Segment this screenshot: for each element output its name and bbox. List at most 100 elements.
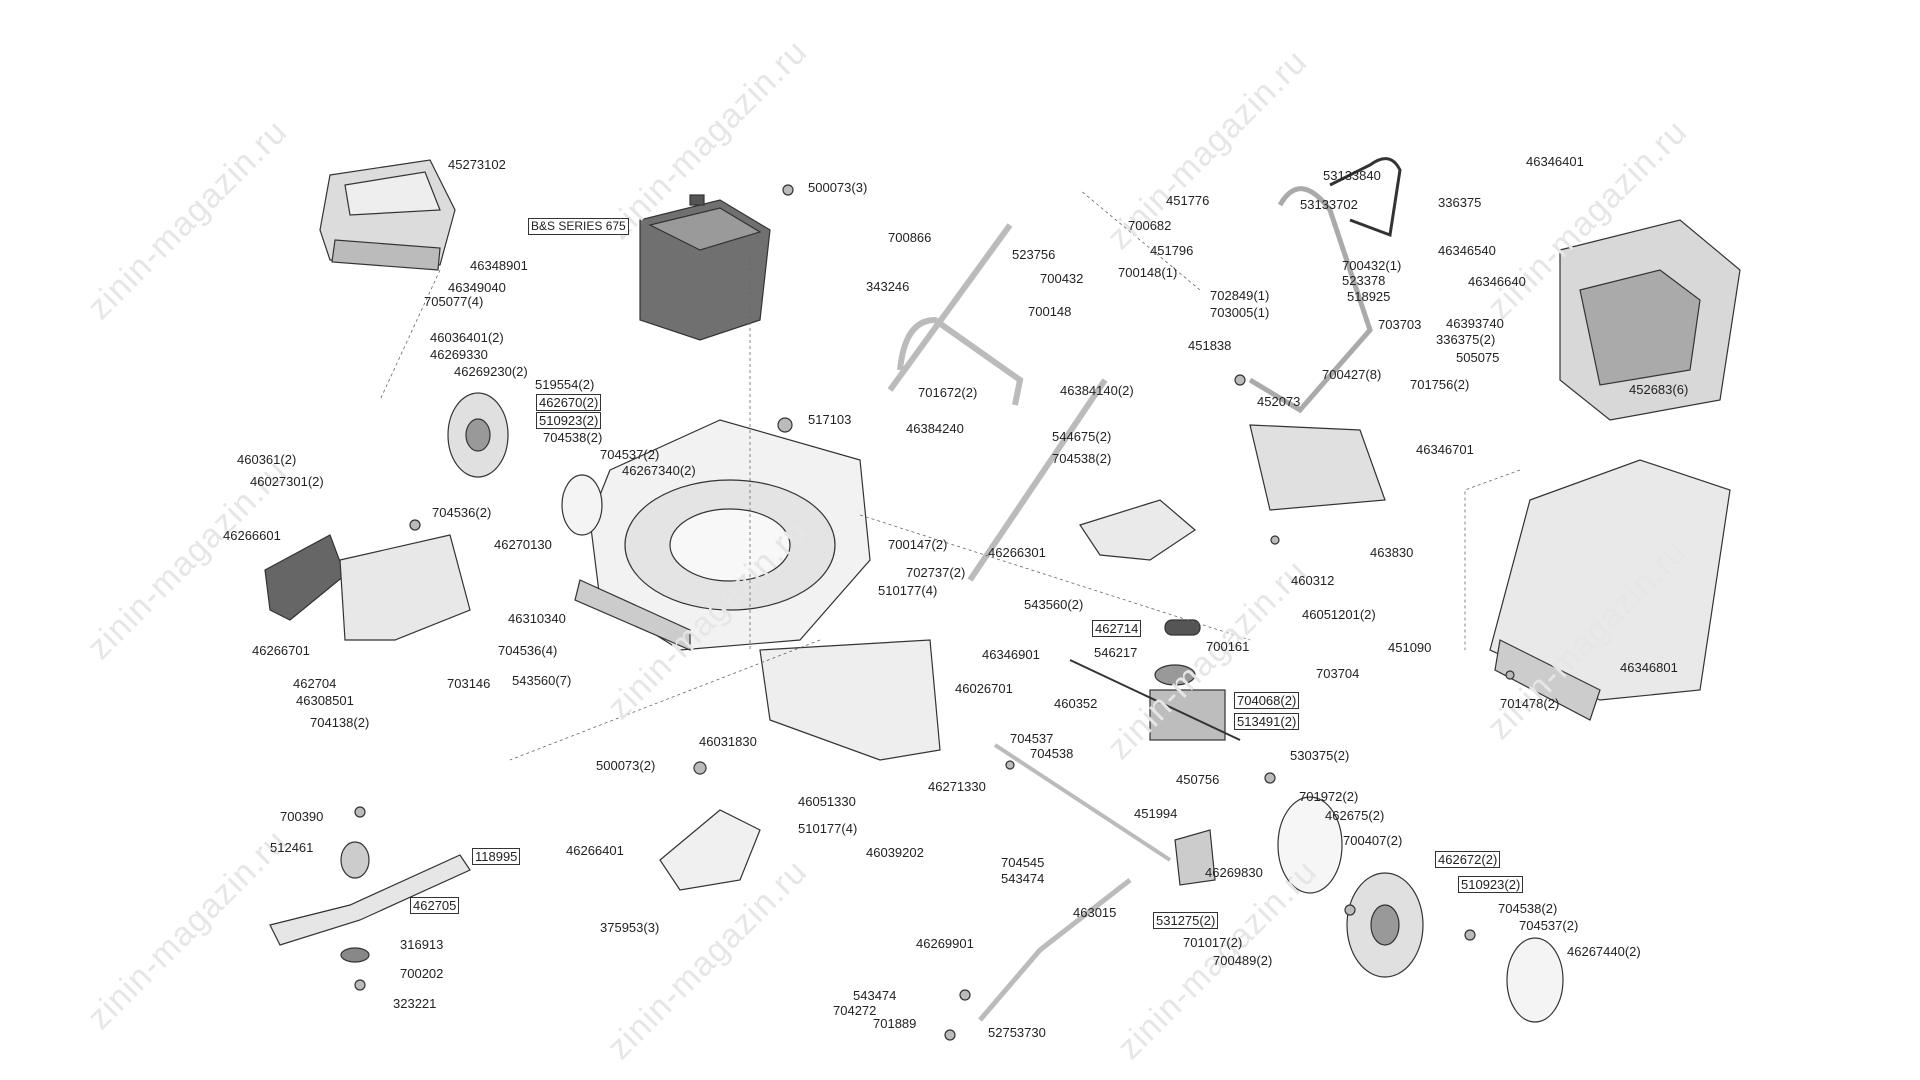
part-number-label: 700390 bbox=[280, 809, 324, 824]
part-number-label: 702737(2) bbox=[906, 565, 966, 580]
part-number-label: 46346401 bbox=[1526, 154, 1584, 169]
part-number-label: 46346701 bbox=[1416, 442, 1474, 457]
belt-part bbox=[1164, 619, 1201, 636]
part-number-label: 462675(2) bbox=[1325, 808, 1385, 823]
part-number-label: 316913 bbox=[400, 937, 444, 952]
part-number-label: 46271330 bbox=[928, 779, 986, 794]
part-number-label: 46393740 bbox=[1446, 316, 1504, 331]
part-number-label: 519554(2) bbox=[535, 377, 595, 392]
part-number-label: 704138(2) bbox=[310, 715, 370, 730]
part-number-label: 451796 bbox=[1150, 243, 1194, 258]
part-number-label: 460312 bbox=[1291, 573, 1335, 588]
deck-part bbox=[574, 419, 871, 651]
part-number-label: 52753730 bbox=[988, 1025, 1046, 1040]
part-number-label: 703005(1) bbox=[1210, 305, 1270, 320]
part-number-label: 460361(2) bbox=[237, 452, 297, 467]
part-number-label: 46269830 bbox=[1205, 865, 1263, 880]
wheel-rim-part bbox=[1277, 796, 1343, 894]
part-number-label: 500073(3) bbox=[808, 180, 868, 195]
mulch-plug-part bbox=[1079, 499, 1196, 561]
part-number-label: 46266401 bbox=[566, 843, 624, 858]
part-number-label: 462714 bbox=[1092, 620, 1142, 637]
part-number-label: 500073(2) bbox=[596, 758, 656, 773]
part-number-label: 452683(6) bbox=[1629, 382, 1689, 397]
part-number-label: 46267340(2) bbox=[622, 463, 696, 478]
gearbox-part bbox=[1069, 659, 1241, 741]
part-number-label: 46027301(2) bbox=[250, 474, 324, 489]
part-number-label: 700148 bbox=[1028, 304, 1072, 319]
part-number-label: 700148(1) bbox=[1118, 265, 1178, 280]
part-number-label: 701672(2) bbox=[918, 385, 978, 400]
part-number-label: 700432(1) bbox=[1342, 258, 1402, 273]
part-number-label: 46310340 bbox=[508, 611, 566, 626]
side-discharge-part bbox=[264, 534, 471, 641]
drive-axle-part bbox=[993, 743, 1172, 862]
part-number-label: 543560(7) bbox=[512, 673, 572, 688]
part-number-label: 46267440(2) bbox=[1567, 944, 1641, 959]
bail-part bbox=[1329, 157, 1402, 238]
part-number-label: 450756 bbox=[1176, 772, 1220, 787]
part-number-label: 46031830 bbox=[699, 734, 757, 749]
part-number-label: 46346901 bbox=[982, 647, 1040, 662]
part-number-label: 451090 bbox=[1388, 640, 1432, 655]
part-number-label: 700407(2) bbox=[1343, 833, 1403, 848]
deflector-part bbox=[659, 809, 761, 891]
part-number-label: 546217 bbox=[1094, 645, 1138, 660]
part-number-label: 451994 bbox=[1134, 806, 1178, 821]
part-number-label: 46036401(2) bbox=[430, 330, 504, 345]
part-number-label: 704537 bbox=[1010, 731, 1054, 746]
part-number-label: 701756(2) bbox=[1410, 377, 1470, 392]
part-number-label: 704537(2) bbox=[1519, 918, 1579, 933]
part-number-label: 323221 bbox=[393, 996, 437, 1011]
part-number-label: 701972(2) bbox=[1299, 789, 1359, 804]
engine-label: B&S SERIES 675 bbox=[528, 218, 629, 235]
part-number-label: 46308501 bbox=[296, 693, 354, 708]
part-number-label: 704538(2) bbox=[1498, 901, 1558, 916]
part-number-label: 46348901 bbox=[470, 258, 528, 273]
part-number-label: 700489(2) bbox=[1213, 953, 1273, 968]
part-number-label: 701478(2) bbox=[1500, 696, 1560, 711]
part-number-label: 512461 bbox=[270, 840, 314, 855]
part-number-label: 53133840 bbox=[1323, 168, 1381, 183]
part-number-label: 544675(2) bbox=[1052, 429, 1112, 444]
part-number-label: 523378 bbox=[1342, 273, 1386, 288]
catcher-bag-part bbox=[1489, 459, 1731, 721]
part-number-label: 701889 bbox=[873, 1016, 917, 1031]
part-number-label: 700427(8) bbox=[1322, 367, 1382, 382]
part-number-label: 53133702 bbox=[1300, 197, 1358, 212]
part-number-label: 703704 bbox=[1316, 666, 1360, 681]
part-number-label: 45273102 bbox=[448, 157, 506, 172]
part-number-label: 463830 bbox=[1370, 545, 1414, 560]
part-number-label: 543560(2) bbox=[1024, 597, 1084, 612]
rear-shield-part bbox=[759, 639, 941, 761]
part-number-label: 46039202 bbox=[866, 845, 924, 860]
part-number-label: 46269901 bbox=[916, 936, 974, 951]
part-number-label: 343246 bbox=[866, 279, 910, 294]
top-cover-part bbox=[319, 159, 456, 271]
part-number-label: 703703 bbox=[1378, 317, 1422, 332]
part-number-label: 704538(2) bbox=[543, 430, 603, 445]
part-number-label: 704538(2) bbox=[1052, 451, 1112, 466]
part-number-label: 700161 bbox=[1206, 639, 1250, 654]
part-number-label: 46026701 bbox=[955, 681, 1013, 696]
part-number-label: 375953(3) bbox=[600, 920, 660, 935]
part-number-label: 336375 bbox=[1438, 195, 1482, 210]
part-number-label: 462705 bbox=[410, 897, 460, 914]
part-number-label: 704537(2) bbox=[600, 447, 660, 462]
part-number-label: 510177(4) bbox=[878, 583, 938, 598]
height-adjust-lever-part bbox=[978, 878, 1132, 1022]
part-number-label: 700432 bbox=[1040, 271, 1084, 286]
part-number-label: 510923(2) bbox=[1458, 876, 1524, 893]
part-number-label: 704545 bbox=[1001, 855, 1045, 870]
part-number-label: 46384240 bbox=[906, 421, 964, 436]
part-number-label: 46346801 bbox=[1620, 660, 1678, 675]
part-number-label: 451776 bbox=[1166, 193, 1210, 208]
part-number-label: 510923(2) bbox=[536, 412, 602, 429]
part-number-label: 513491(2) bbox=[1234, 713, 1300, 730]
blade-part bbox=[269, 841, 471, 963]
engine-part bbox=[639, 194, 771, 341]
part-number-label: 531275(2) bbox=[1153, 912, 1219, 929]
part-number-label: 510177(4) bbox=[798, 821, 858, 836]
